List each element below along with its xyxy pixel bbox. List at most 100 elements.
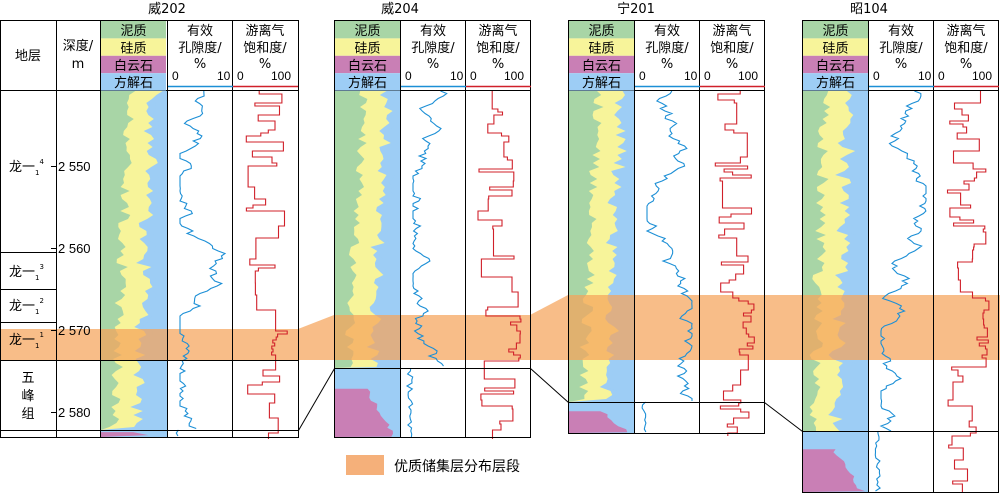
gas-scale-max-zhao104: 100 [972,69,992,83]
key-label-silica-wei202: 硅质 [120,41,146,56]
depth-header-line2: m [72,57,85,72]
gas-header-1-ning201: 游离气 [712,23,751,39]
key-swatch-silica-wei202 [101,38,166,56]
gas-header-1-zhao104: 游离气 [946,23,985,39]
porosity-scale-max-zhao104: 10 [918,69,932,83]
porosity-header-2-wei202: 孔隙度/ [178,40,222,56]
depth-tick-2560: 2 560 [58,241,91,256]
key-swatch-dolomite-wei204 [335,55,400,74]
porosity-scale-min-wei204: 0 [405,69,412,83]
key-label-dolomite-zhao104: 白云石 [816,58,855,74]
stratum-wufeng-1: 五 [21,371,34,386]
porosity-curve-wei204 [412,90,448,367]
key-label-dolomite-ning201: 白云石 [582,58,621,74]
key-swatch-calcite-ning201 [569,73,634,91]
gas-scale-min-ning201: 0 [704,69,711,83]
porosity-header-3-wei202: % [194,57,206,72]
gas-scale-max-wei202: 100 [271,69,291,83]
gas-saturation-curve-ning201 [714,91,755,436]
gas-saturation-curve-zhao104 [946,91,990,493]
gas-header-3-wei202: % [259,57,271,72]
key-label-dolomite-wei202: 白云石 [114,58,153,74]
track-frames [0,20,999,493]
porosity-header-1-wei202: 有效 [187,24,213,39]
legend-label: 优质储集层分布层段 [394,458,520,475]
porosity-scale-min-zhao104: 0 [873,69,880,83]
key-swatch-calcite-zhao104 [803,73,868,91]
key-label-mud-ning201: 泥质 [588,24,614,39]
key-label-silica-zhao104: 硅质 [822,41,848,56]
stratum-long1-2: 龙一12 [9,297,44,316]
porosity-curve-lower-zhao104 [874,430,881,492]
legend-swatch [346,455,384,475]
key-swatch-calcite-wei202 [101,73,166,91]
porosity-scale-max-wei202: 10 [217,69,231,83]
key-label-silica-wei204: 硅质 [354,41,380,56]
gas-header-3-zhao104: % [960,57,972,72]
depth-tick-2570: 2 570 [58,323,91,338]
key-swatch-mud-wei202 [101,21,166,39]
gas-scale-max-wei204: 100 [504,69,524,83]
well-title-wei202: 威202 [148,2,186,17]
wufeng-dolomite-wei204 [335,388,393,437]
depth-tick-2550: 2 550 [58,159,91,174]
strata-header: 地层 [15,49,41,64]
porosity-header-3-ning201: % [661,57,673,72]
porosity-curve-lower-wei204 [405,367,414,438]
key-swatch-mud-zhao104 [803,21,868,39]
gas-header-2-ning201: 饱和度/ [710,40,754,56]
gas-header-1-wei204: 游离气 [478,23,517,39]
porosity-header-2-wei204: 孔隙度/ [411,40,455,56]
porosity-header-2-ning201: 孔隙度/ [645,40,689,56]
porosity-header-1-ning201: 有效 [654,24,680,39]
key-label-mud-wei204: 泥质 [354,24,380,39]
porosity-scale-max-ning201: 10 [684,69,698,83]
gas-header-3-wei204: % [492,57,504,72]
gas-saturation-curve-wei202 [245,91,288,439]
key-label-calcite-zhao104: 方解石 [816,75,855,91]
gas-scale-min-wei202: 0 [237,69,244,83]
header-wei202: 地层 深度/ m [15,38,94,72]
porosity-curve-ning201 [645,90,693,401]
porosity-header-3-wei204: % [427,57,439,72]
stratum-wufeng-3: 组 [21,407,34,422]
key-swatch-silica-wei204 [335,38,400,56]
wufeng-dolomite-zhao104 [803,449,866,492]
gas-header-2-wei202: 饱和度/ [243,40,287,56]
mud-fill-wei204 [335,91,368,368]
stratum-long1-1: 龙一11 [9,331,44,350]
key-swatch-dolomite-zhao104 [803,55,868,74]
gas-scale-min-wei204: 0 [470,69,477,83]
key-label-dolomite-wei204: 白云石 [348,58,387,74]
legend: 优质储集层分布层段 [346,455,520,475]
key-swatch-dolomite-wei202 [101,55,166,74]
porosity-header-1-wei204: 有效 [420,24,446,39]
gas-saturation-curve-wei204 [477,91,522,439]
porosity-scale-min-wei202: 0 [172,69,179,83]
well-title-ning201: 宁201 [617,1,655,17]
depth-tick-2580: 2 580 [58,405,91,420]
porosity-curve-lower-ning201 [641,401,647,433]
key-swatch-mud-wei204 [335,21,400,39]
wufeng-dolomite-ning201 [569,411,628,433]
lithology-columns [101,91,869,492]
key-label-calcite-ning201: 方解石 [582,75,621,91]
porosity-header-3-zhao104: % [895,57,907,72]
log-curves [175,90,990,493]
key-swatch-dolomite-ning201 [569,55,634,74]
porosity-scale-max-wei204: 10 [450,69,464,83]
porosity-header-2-zhao104: 孔隙度/ [879,40,923,56]
depth-header-line1: 深度/ [63,38,94,54]
key-swatch-silica-ning201 [569,38,634,56]
strata-labels: 龙一14 龙一13 龙一12 龙一11 五 峰 组 [9,158,44,422]
gas-header-2-zhao104: 饱和度/ [944,40,988,56]
gas-scale-min-zhao104: 0 [938,69,945,83]
stratum-long1-4: 龙一14 [9,158,44,177]
well-title-zhao104: 昭104 [850,2,888,17]
gas-header-3-ning201: % [726,57,738,72]
key-swatch-silica-zhao104 [803,38,868,56]
porosity-curve-zhao104 [879,90,927,432]
